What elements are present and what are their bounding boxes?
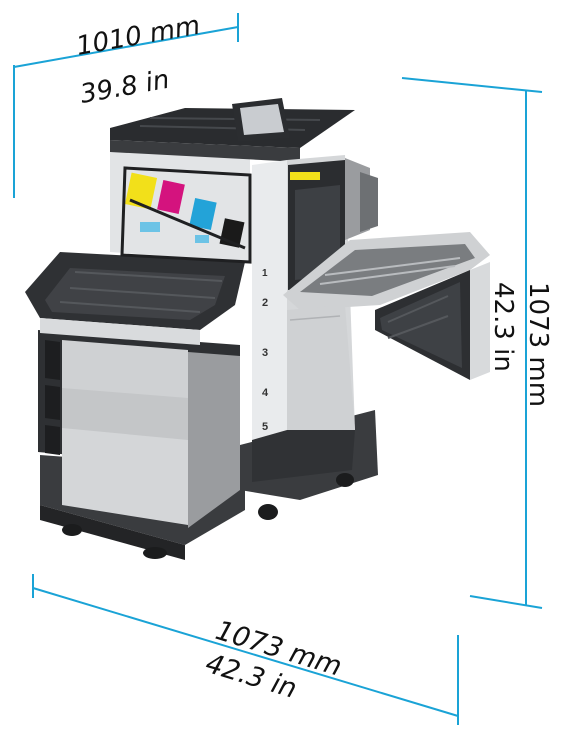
tray-number-4: 4	[262, 387, 269, 399]
printer-illustration: 1 2 3 4 5	[25, 98, 490, 560]
width-dimension: 1073 mm 42.3 in	[32, 574, 459, 725]
height-dimension: 1073 mm 42.3 in	[401, 77, 553, 609]
depth-mm-label: 1010 mm	[74, 11, 202, 62]
tray-number-3: 3	[262, 347, 268, 359]
height-in-label: 42.3 in	[488, 282, 518, 372]
control-panel-screen	[232, 98, 290, 142]
tray-number-2: 2	[262, 297, 268, 309]
height-mm-label: 1073 mm	[523, 282, 553, 407]
tray-number-5: 5	[262, 421, 268, 433]
tray-number-1: 1	[262, 268, 268, 279]
depth-in-label: 39.8 in	[78, 65, 172, 110]
